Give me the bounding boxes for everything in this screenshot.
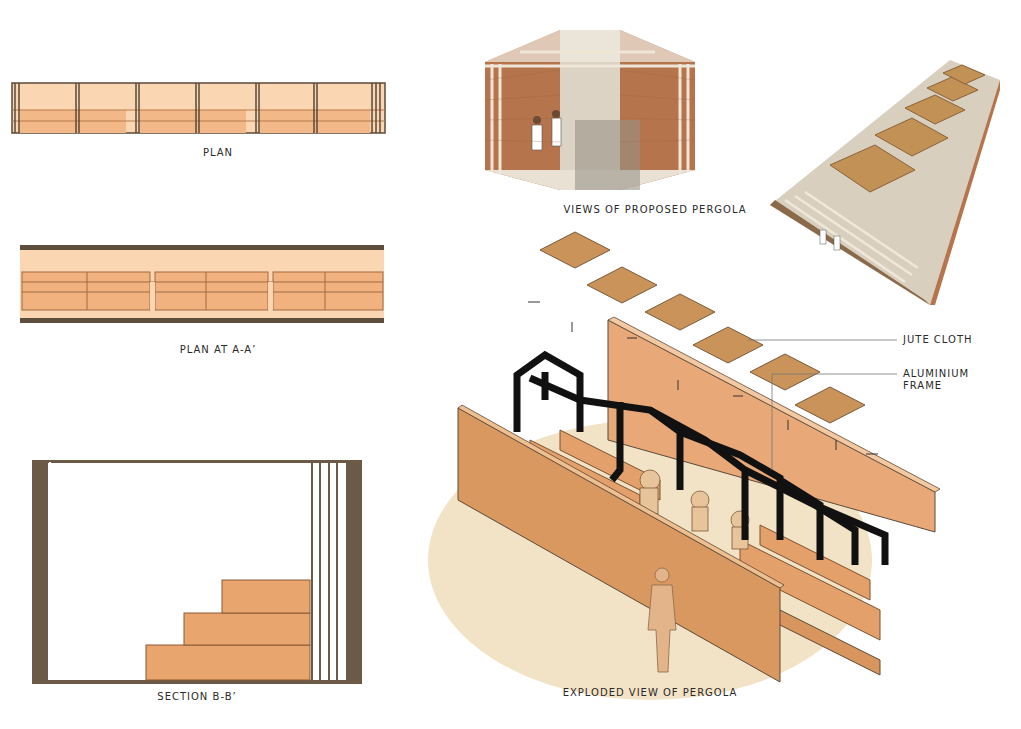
aerial-view	[770, 60, 1000, 305]
exploded-view	[428, 232, 940, 700]
perspective-view	[485, 30, 695, 190]
view-label: SECTION B-B’	[157, 691, 236, 703]
plan-drawing	[12, 83, 385, 133]
view-label: ALUMINIUM FRAME	[903, 368, 995, 392]
view-label: JUTE CLOTH	[903, 334, 973, 346]
view-label: PLAN	[203, 147, 233, 159]
plan-aa-drawing	[20, 245, 384, 323]
view-label: EXPLODED VIEW OF PERGOLA	[563, 687, 738, 699]
leader-lines	[748, 340, 897, 470]
section-drawing	[32, 460, 362, 684]
view-label: PLAN AT A-A’	[180, 344, 257, 356]
view-label: VIEWS OF PROPOSED PERGOLA	[563, 204, 746, 216]
